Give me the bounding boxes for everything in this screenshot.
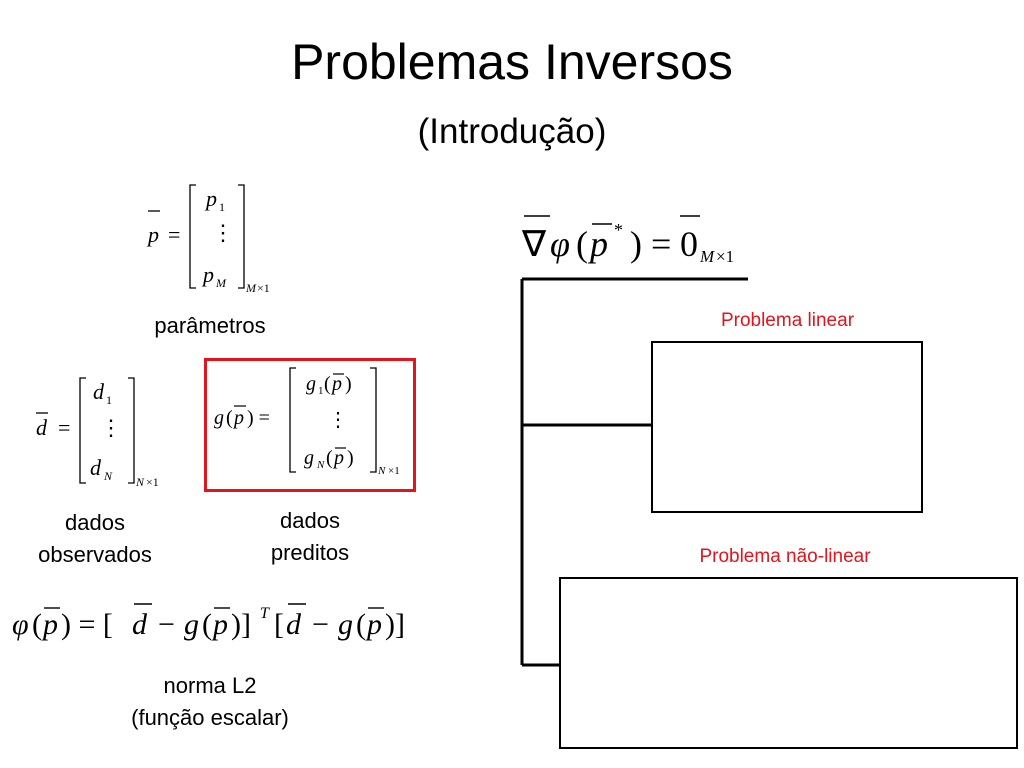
slide-subtitle: (Introdução) bbox=[417, 112, 607, 151]
objective-function-equation: φ ( p ) = [ d − g ( p )] T [ d − g ( p )… bbox=[12, 603, 405, 641]
svg-text:⋮: ⋮ bbox=[100, 415, 122, 440]
svg-text:)]: )] bbox=[231, 608, 251, 641]
svg-text:) = [: ) = [ bbox=[61, 608, 113, 641]
svg-text:N: N bbox=[377, 465, 386, 477]
svg-text:∇: ∇ bbox=[521, 224, 547, 264]
svg-text:d: d bbox=[286, 608, 302, 641]
svg-text:⋮: ⋮ bbox=[328, 409, 348, 431]
svg-text:d: d bbox=[36, 415, 48, 440]
svg-text:M: M bbox=[699, 247, 715, 266]
svg-text:T: T bbox=[260, 605, 270, 622]
svg-text:) =: ) = bbox=[247, 407, 270, 429]
svg-text:=: = bbox=[58, 415, 70, 440]
svg-text:−: − bbox=[312, 608, 329, 641]
dados-observados-line2: observados bbox=[38, 541, 152, 567]
svg-text:1: 1 bbox=[106, 393, 112, 407]
svg-text:⋮: ⋮ bbox=[212, 220, 234, 245]
svg-text:−: − bbox=[158, 608, 175, 641]
svg-text:×1: ×1 bbox=[257, 281, 270, 295]
svg-text:M: M bbox=[215, 276, 227, 290]
svg-text:)]: )] bbox=[385, 608, 405, 641]
svg-text:): ) bbox=[345, 373, 352, 395]
svg-text:): ) bbox=[347, 447, 354, 469]
svg-text:g: g bbox=[304, 447, 314, 469]
svg-text:d: d bbox=[93, 379, 105, 404]
dados-preditos-label: dados preditos bbox=[220, 505, 400, 569]
svg-text:N: N bbox=[103, 469, 113, 483]
svg-text:(: ( bbox=[32, 608, 42, 641]
problema-linear-label: Problema linear bbox=[720, 310, 855, 331]
svg-text:(: ( bbox=[576, 224, 588, 264]
svg-text:(: ( bbox=[226, 407, 233, 429]
dados-preditos-line1: dados bbox=[280, 508, 340, 533]
svg-text:M: M bbox=[245, 281, 257, 295]
norma-l2-label: norma L2 (função escalar) bbox=[100, 670, 320, 734]
svg-text:[: [ bbox=[274, 608, 284, 641]
svg-text:=: = bbox=[168, 222, 180, 247]
dados-observados-line1: dados bbox=[65, 510, 125, 535]
svg-text:d: d bbox=[90, 455, 102, 480]
svg-text:1: 1 bbox=[219, 200, 225, 214]
svg-text:φ: φ bbox=[12, 608, 29, 641]
svg-text:p: p bbox=[232, 407, 244, 429]
svg-text:(: ( bbox=[356, 608, 366, 641]
svg-text:p: p bbox=[201, 262, 214, 287]
svg-text:*: * bbox=[614, 220, 623, 240]
svg-text:g: g bbox=[214, 407, 224, 429]
dados-observados-label: dados observados bbox=[10, 507, 180, 571]
svg-text:g: g bbox=[184, 608, 199, 641]
dados-preditos-line2: preditos bbox=[270, 539, 350, 565]
svg-text:p: p bbox=[146, 222, 159, 247]
norma-line1: norma L2 bbox=[163, 673, 257, 698]
svg-text:(: ( bbox=[326, 447, 333, 469]
svg-text:g: g bbox=[306, 373, 316, 395]
predicted-data-highlight-box bbox=[204, 358, 416, 492]
problema-linear-box bbox=[651, 341, 923, 513]
svg-text:p: p bbox=[365, 608, 382, 641]
svg-text:φ: φ bbox=[550, 224, 570, 264]
svg-text:1: 1 bbox=[318, 385, 324, 397]
svg-text:g: g bbox=[338, 608, 353, 641]
svg-text:p: p bbox=[211, 608, 228, 641]
svg-text:d: d bbox=[132, 608, 148, 641]
gradient-condition-equation: ∇ φ ( p * ) = 0 M ×1 bbox=[521, 215, 734, 266]
parametros-label: parâmetros bbox=[154, 313, 266, 338]
svg-text:(: ( bbox=[202, 608, 212, 641]
svg-text:×1: ×1 bbox=[146, 475, 159, 489]
svg-text:) =: ) = bbox=[630, 224, 671, 264]
svg-text:0: 0 bbox=[680, 224, 698, 264]
svg-text:p: p bbox=[332, 447, 344, 469]
problema-nao-linear-box bbox=[559, 577, 1018, 749]
svg-text:N: N bbox=[135, 475, 145, 489]
svg-text:N: N bbox=[316, 459, 325, 471]
svg-text:p: p bbox=[587, 224, 608, 264]
slide-title: Problemas Inversos bbox=[291, 34, 733, 90]
problema-nao-linear-label: Problema não-linear bbox=[699, 546, 871, 567]
svg-text:×1: ×1 bbox=[716, 247, 734, 266]
svg-text:×1: ×1 bbox=[388, 465, 400, 477]
svg-text:p: p bbox=[204, 186, 217, 211]
svg-text:(: ( bbox=[324, 373, 331, 395]
svg-text:p: p bbox=[330, 373, 342, 395]
svg-text:p: p bbox=[41, 608, 58, 641]
norma-line2: (função escalar) bbox=[131, 704, 289, 730]
